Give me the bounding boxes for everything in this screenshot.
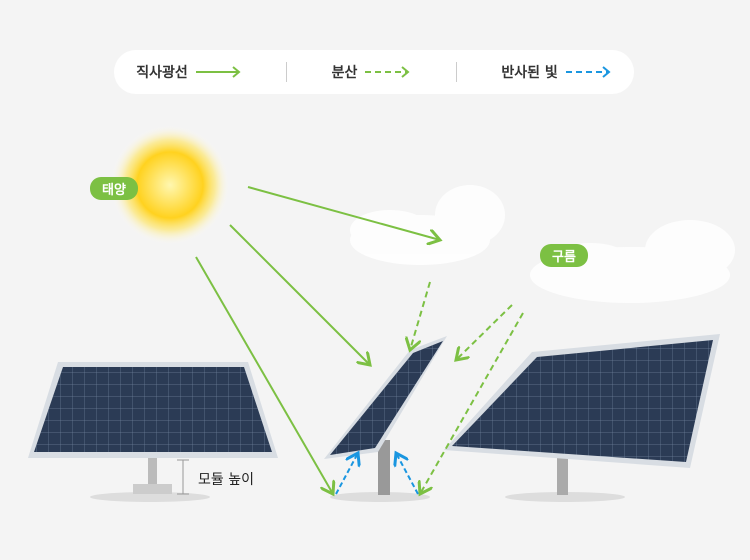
middle-panel — [324, 336, 447, 495]
right-panel — [444, 334, 720, 495]
legend: 직사광선 분산 반사된 빛 — [114, 50, 634, 94]
solid-arrow-icon — [195, 66, 241, 78]
blue-dashed-arrow-icon — [565, 66, 611, 78]
cloud-label: 구름 — [540, 244, 588, 267]
legend-reflected: 반사된 빛 — [501, 62, 611, 82]
divider — [455, 62, 457, 82]
reflected-rays — [335, 453, 419, 495]
height-bracket — [177, 459, 189, 495]
diffuse-rays — [410, 281, 524, 494]
left-panel — [28, 362, 278, 494]
sun-label: 태양 — [90, 177, 138, 200]
dashed-arrow-icon — [365, 66, 410, 78]
module-height-label: 모듈 높이 — [198, 472, 254, 488]
divider — [286, 62, 288, 82]
legend-direct: 직사광선 — [136, 62, 242, 82]
sun-icon — [110, 125, 230, 245]
legend-diffuse: 분산 — [332, 62, 412, 82]
cloud-icon — [350, 185, 735, 303]
direct-rays — [195, 186, 440, 494]
